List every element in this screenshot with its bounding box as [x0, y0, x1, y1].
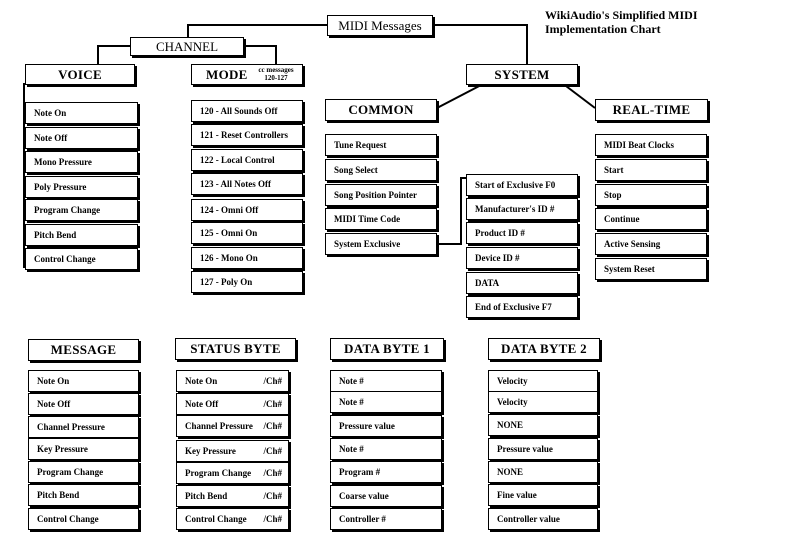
mode-item: 127 - Poly On	[191, 271, 303, 293]
chart-title: WikiAudio's Simplified MIDI Implementati…	[545, 8, 697, 36]
realtime-item: System Reset	[595, 258, 707, 280]
sysex-item: Device ID #	[466, 247, 578, 269]
root-node: MIDI Messages	[327, 15, 433, 36]
message-cell: Pitch Bend	[28, 484, 139, 506]
message-cell: Note Off	[28, 393, 139, 415]
realtime-node: REAL-TIME	[595, 99, 708, 121]
status-cell: Note On /Ch#	[176, 370, 289, 392]
status-cell: Pitch Bend /Ch#	[176, 485, 289, 507]
data2-cell: Velocity	[488, 370, 598, 392]
message-cell: Program Change	[28, 461, 139, 483]
voice-item: Note Off	[25, 127, 138, 149]
sysex-item: Start of Exclusive F0	[466, 174, 578, 196]
sysex-item: End of Exclusive F7	[466, 296, 578, 318]
common-item: Song Position Pointer	[325, 184, 437, 206]
connector-root-system	[433, 24, 528, 64]
data2-cell: Fine value	[488, 484, 598, 506]
data2-cell: NONE	[488, 461, 598, 483]
data1-cell: Note #	[330, 438, 442, 460]
mode-item: 124 - Omni Off	[191, 199, 303, 221]
status-message: Pitch Bend	[185, 491, 228, 501]
common-item: Tune Request	[325, 134, 437, 156]
data1-cell: Note #	[330, 370, 442, 392]
mode-note-line1: cc messages	[258, 66, 294, 74]
voice-item: Pitch Bend	[25, 224, 138, 246]
voice-item: Program Change	[25, 199, 138, 221]
mode-note-line2: 120-127	[264, 74, 288, 82]
mode-item: 123 - All Notes Off	[191, 173, 303, 195]
sysex-item: DATA	[466, 272, 578, 294]
message-cell: Channel Pressure	[28, 416, 139, 438]
data2-cell: NONE	[488, 414, 598, 436]
data1-cell: Program #	[330, 461, 442, 483]
connector-system-common	[436, 82, 486, 109]
data1-cell: Controller #	[330, 508, 442, 530]
table-header-data-byte-1: DATA BYTE 1	[330, 338, 444, 360]
channel-suffix: /Ch#	[263, 421, 282, 431]
voice-item: Control Change	[25, 248, 138, 270]
status-cell: Key Pressure /Ch#	[176, 440, 289, 462]
common-item: MIDI Time Code	[325, 208, 437, 230]
realtime-item: MIDI Beat Clocks	[595, 134, 707, 156]
data2-cell: Controller value	[488, 508, 598, 530]
status-message: Control Change	[185, 514, 247, 524]
connector-channel-mode	[244, 45, 277, 64]
data1-cell: Coarse value	[330, 485, 442, 507]
voice-item: Poly Pressure	[25, 176, 138, 198]
mode-note: cc messages 120-127	[250, 66, 302, 82]
realtime-item: Stop	[595, 184, 707, 206]
table-header-status-byte: STATUS BYTE	[175, 338, 296, 360]
mode-label: MODE	[206, 66, 248, 82]
common-item: Song Select	[325, 159, 437, 181]
data2-cell: Pressure value	[488, 438, 598, 460]
status-cell: Note Off /Ch#	[176, 393, 289, 415]
connector-channel-voice	[97, 45, 130, 64]
sysex-item: Manufacturer's ID #	[466, 198, 578, 220]
connector-sysex	[436, 177, 468, 245]
channel-node: CHANNEL	[130, 37, 244, 56]
system-node: SYSTEM	[466, 64, 578, 85]
connector-root-channel	[187, 24, 327, 37]
realtime-item: Start	[595, 159, 707, 181]
channel-suffix: /Ch#	[263, 399, 282, 409]
table-header-message: MESSAGE	[28, 339, 139, 361]
chart-title-line2: Implementation Chart	[545, 22, 661, 36]
common-item: System Exclusive	[325, 233, 437, 255]
mode-item: 122 - Local Control	[191, 149, 303, 171]
mode-item: 121 - Reset Controllers	[191, 124, 303, 146]
data1-cell: Note #	[330, 391, 442, 413]
table-header-data-byte-2: DATA BYTE 2	[488, 338, 600, 360]
status-message: Program Change	[185, 468, 252, 478]
mode-item: 125 - Omni On	[191, 222, 303, 244]
message-cell: Key Pressure	[28, 438, 139, 460]
sysex-item: Product ID #	[466, 222, 578, 244]
status-cell: Channel Pressure /Ch#	[176, 415, 289, 437]
status-cell: Program Change /Ch#	[176, 462, 289, 484]
message-cell: Control Change	[28, 508, 139, 530]
status-cell: Control Change /Ch#	[176, 508, 289, 530]
data2-cell: Velocity	[488, 391, 598, 413]
status-message: Key Pressure	[185, 446, 236, 456]
voice-item: Note On	[25, 102, 138, 124]
channel-suffix: /Ch#	[263, 514, 282, 524]
common-node: COMMON	[325, 99, 437, 121]
status-message: Note On	[185, 376, 218, 386]
mode-item: 120 - All Sounds Off	[191, 100, 303, 122]
status-message: Note Off	[185, 399, 219, 409]
channel-suffix: /Ch#	[263, 446, 282, 456]
channel-suffix: /Ch#	[263, 491, 282, 501]
realtime-item: Active Sensing	[595, 233, 707, 255]
connector-system-realtime	[561, 82, 596, 109]
chart-title-line1: WikiAudio's Simplified MIDI	[545, 8, 698, 22]
voice-node: VOICE	[25, 64, 135, 85]
mode-item: 126 - Mono On	[191, 247, 303, 269]
channel-suffix: /Ch#	[263, 376, 282, 386]
status-message: Channel Pressure	[185, 421, 253, 431]
data1-cell: Pressure value	[330, 415, 442, 437]
channel-suffix: /Ch#	[263, 468, 282, 478]
realtime-item: Continue	[595, 208, 707, 230]
voice-item: Mono Pressure	[25, 151, 138, 173]
mode-node: MODE	[191, 64, 303, 85]
message-cell: Note On	[28, 370, 139, 392]
